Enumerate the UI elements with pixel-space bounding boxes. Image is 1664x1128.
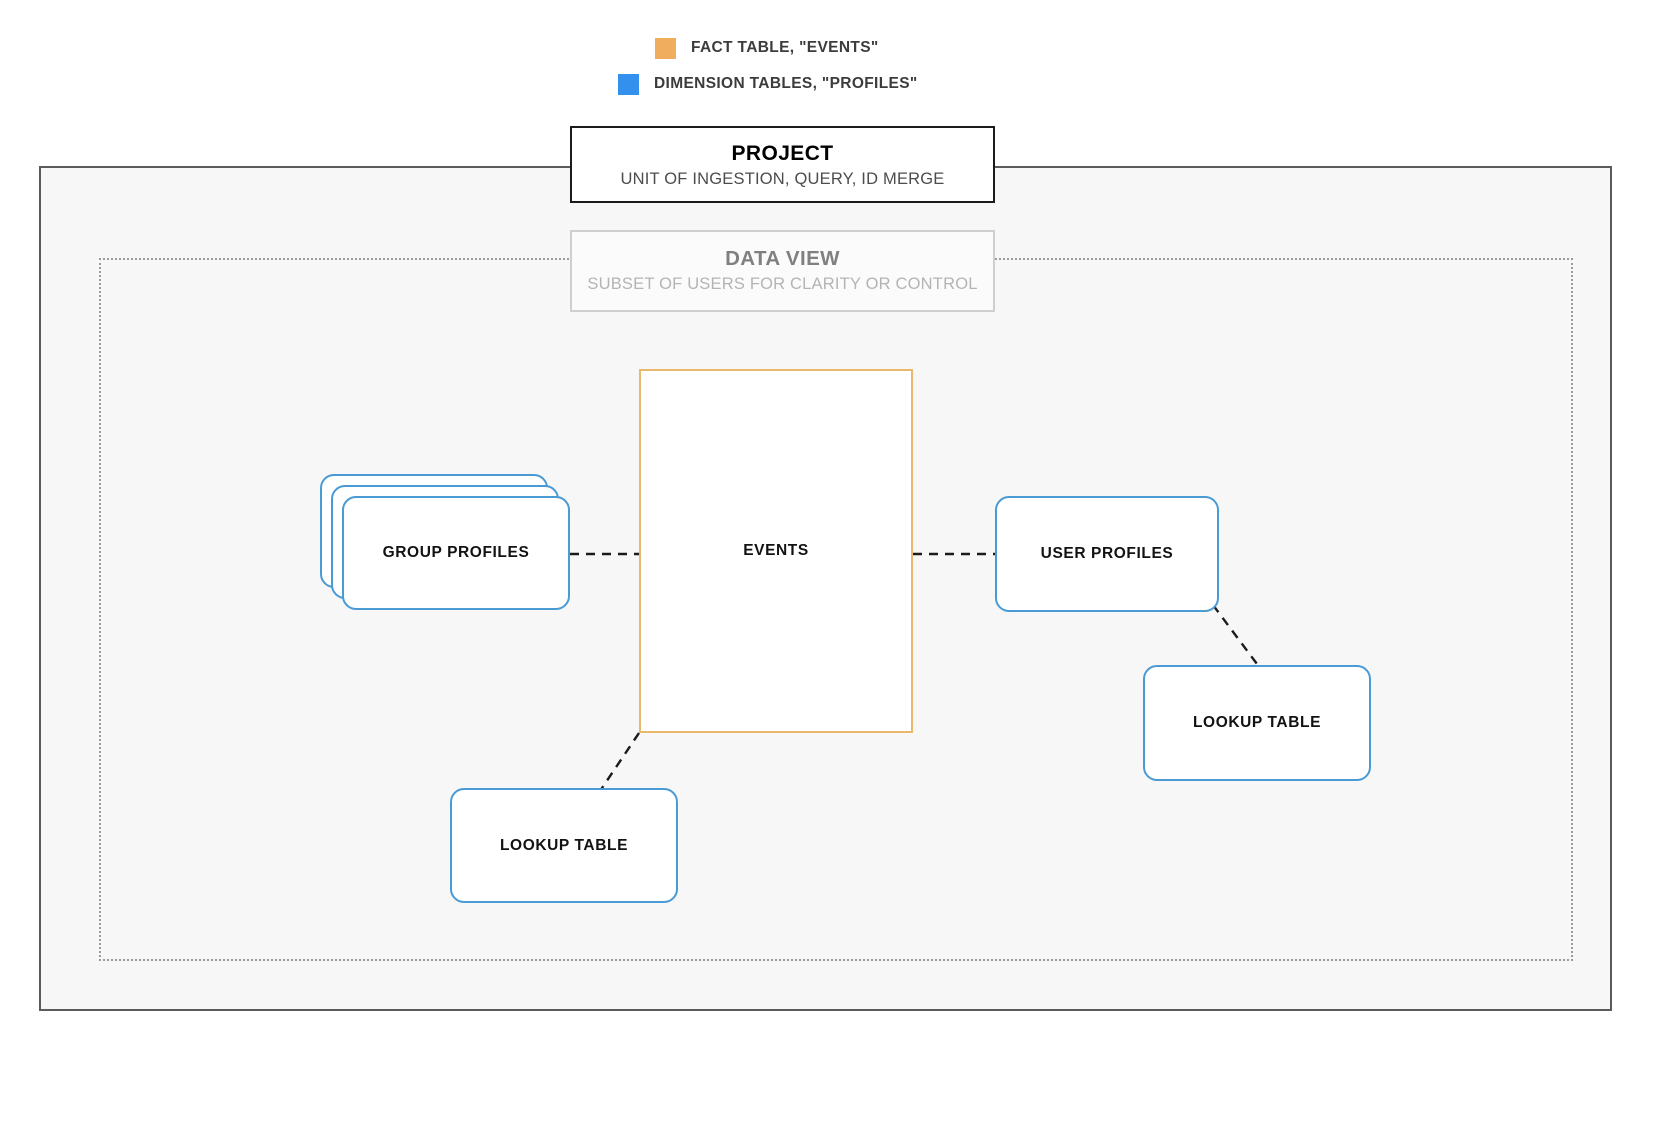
square-swatch-icon bbox=[618, 73, 639, 95]
node-user-profiles[interactable]: USER PROFILES bbox=[995, 496, 1219, 612]
node-lookup-table-right-label: LOOKUP TABLE bbox=[1192, 714, 1322, 731]
legend-item-fact-table: FACT TABLE, "EVENTS" bbox=[0, 30, 1664, 66]
node-lookup-table-left-label: LOOKUP TABLE bbox=[499, 836, 629, 854]
node-group-profiles[interactable]: GROUP PROFILES bbox=[320, 474, 570, 610]
data-view-title: DATA VIEW bbox=[725, 247, 840, 270]
node-events[interactable]: EVENTS bbox=[639, 369, 913, 733]
project-title-card: PROJECT UNIT OF INGESTION, QUERY, ID MER… bbox=[570, 126, 995, 203]
legend-item-fact-table-label: FACT TABLE, "EVENTS" bbox=[691, 39, 879, 56]
node-lookup-table-left[interactable]: LOOKUP TABLE bbox=[450, 788, 678, 903]
node-group-profiles-label: GROUP PROFILES bbox=[382, 544, 530, 561]
node-lookup-table-right[interactable]: LOOKUP TABLE bbox=[1143, 665, 1371, 781]
node-events-label: EVENTS bbox=[743, 542, 809, 559]
legend-item-dimension-tables: DIMENSION TABLES, "PROFILES" bbox=[0, 66, 1664, 102]
legend: FACT TABLE, "EVENTS" DIMENSION TABLES, "… bbox=[0, 30, 1664, 102]
project-subtitle: UNIT OF INGESTION, QUERY, ID MERGE bbox=[620, 170, 945, 188]
data-view-subtitle: SUBSET OF USERS FOR CLARITY OR CONTROL bbox=[587, 275, 978, 293]
data-view-title-card: DATA VIEW SUBSET OF USERS FOR CLARITY OR… bbox=[570, 230, 995, 312]
square-swatch-icon bbox=[655, 37, 676, 59]
legend-item-dimension-tables-label: DIMENSION TABLES, "PROFILES" bbox=[654, 75, 918, 92]
node-user-profiles-label: USER PROFILES bbox=[1040, 545, 1174, 562]
node-group-profiles-sheet-front: GROUP PROFILES bbox=[342, 496, 570, 610]
project-title: PROJECT bbox=[731, 142, 834, 165]
